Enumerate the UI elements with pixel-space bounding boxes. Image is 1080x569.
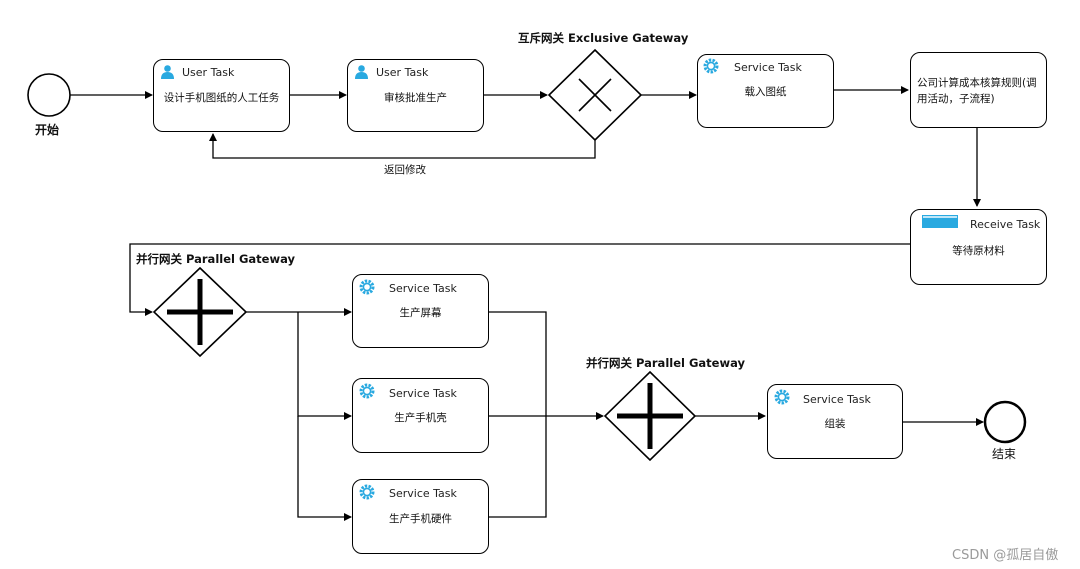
start-event-label: 开始 [35,123,60,137]
task-type-label: Receive Task [970,218,1041,231]
task-name: 生产手机硬件 [389,513,452,525]
flow-split-to-shell[interactable] [297,312,352,420]
parallel-join-gateway[interactable] [603,370,697,462]
task-type-label: User Task [376,66,429,79]
exclusive-gateway[interactable] [547,48,643,142]
task-design[interactable]: User Task 设计手机图纸的人工任务 [153,59,290,132]
task-name: 载入图纸 [744,86,787,98]
exclusive-gateway-label: 互斥网关 Exclusive Gateway [518,31,689,45]
flow-return-edit[interactable] [209,133,596,159]
task-hardware[interactable]: Service Task 生产手机硬件 [352,479,489,554]
task-shell[interactable]: Service Task 生产手机壳 [352,378,489,453]
task-review[interactable]: User Task 审核批准生产 [347,59,484,132]
user-icon [355,65,368,79]
gear-icon [359,484,375,500]
gear-icon [359,279,375,295]
task-type-label: Service Task [389,487,457,500]
task-name: 生产手机壳 [394,412,447,424]
task-type-label: Service Task [734,61,802,74]
task-receive[interactable]: Receive Task 等待原材料 [910,209,1047,285]
watermark: CSDN @孤居自傲 [952,548,1059,563]
task-type-label: User Task [182,66,235,79]
gear-icon [774,389,790,405]
task-type-label: Service Task [803,393,871,406]
flow-split-to-hardware[interactable] [297,416,352,521]
flow-screen-to-join[interactable] [489,311,547,416]
user-icon [161,65,174,79]
task-name: 组装 [824,418,846,430]
flow-receive-to-split[interactable] [129,243,910,316]
return-flow-label: 返回修改 [384,164,426,176]
task-type-label: Service Task [389,282,457,295]
end-event[interactable] [983,400,1027,444]
parallel-split-gateway-label: 并行网关 Parallel Gateway [136,252,295,266]
task-name: 审核批准生产 [384,92,447,104]
gear-icon [703,58,719,74]
task-assemble[interactable]: Service Task 组装 [767,384,903,459]
envelope-icon [922,215,958,228]
task-name: 设计手机图纸的人工任务 [163,92,280,104]
parallel-join-gateway-label: 并行网关 Parallel Gateway [586,356,745,370]
task-name: 公司计算成本核算规则(调用活动，子流程) [917,77,1037,105]
task-cost-subprocess[interactable]: 公司计算成本核算规则(调用活动，子流程) [910,52,1047,128]
task-screen[interactable]: Service Task 生产屏幕 [352,274,489,348]
flow-hardware-to-join[interactable] [489,416,547,518]
parallel-split-gateway[interactable] [152,266,248,358]
task-type-label: Service Task [389,387,457,400]
task-load[interactable]: Service Task 载入图纸 [697,54,834,128]
task-name: 等待原材料 [952,245,1005,257]
end-event-label: 结束 [992,447,1017,461]
task-name: 生产屏幕 [399,307,442,319]
start-event[interactable] [27,73,71,117]
gear-icon [359,383,375,399]
